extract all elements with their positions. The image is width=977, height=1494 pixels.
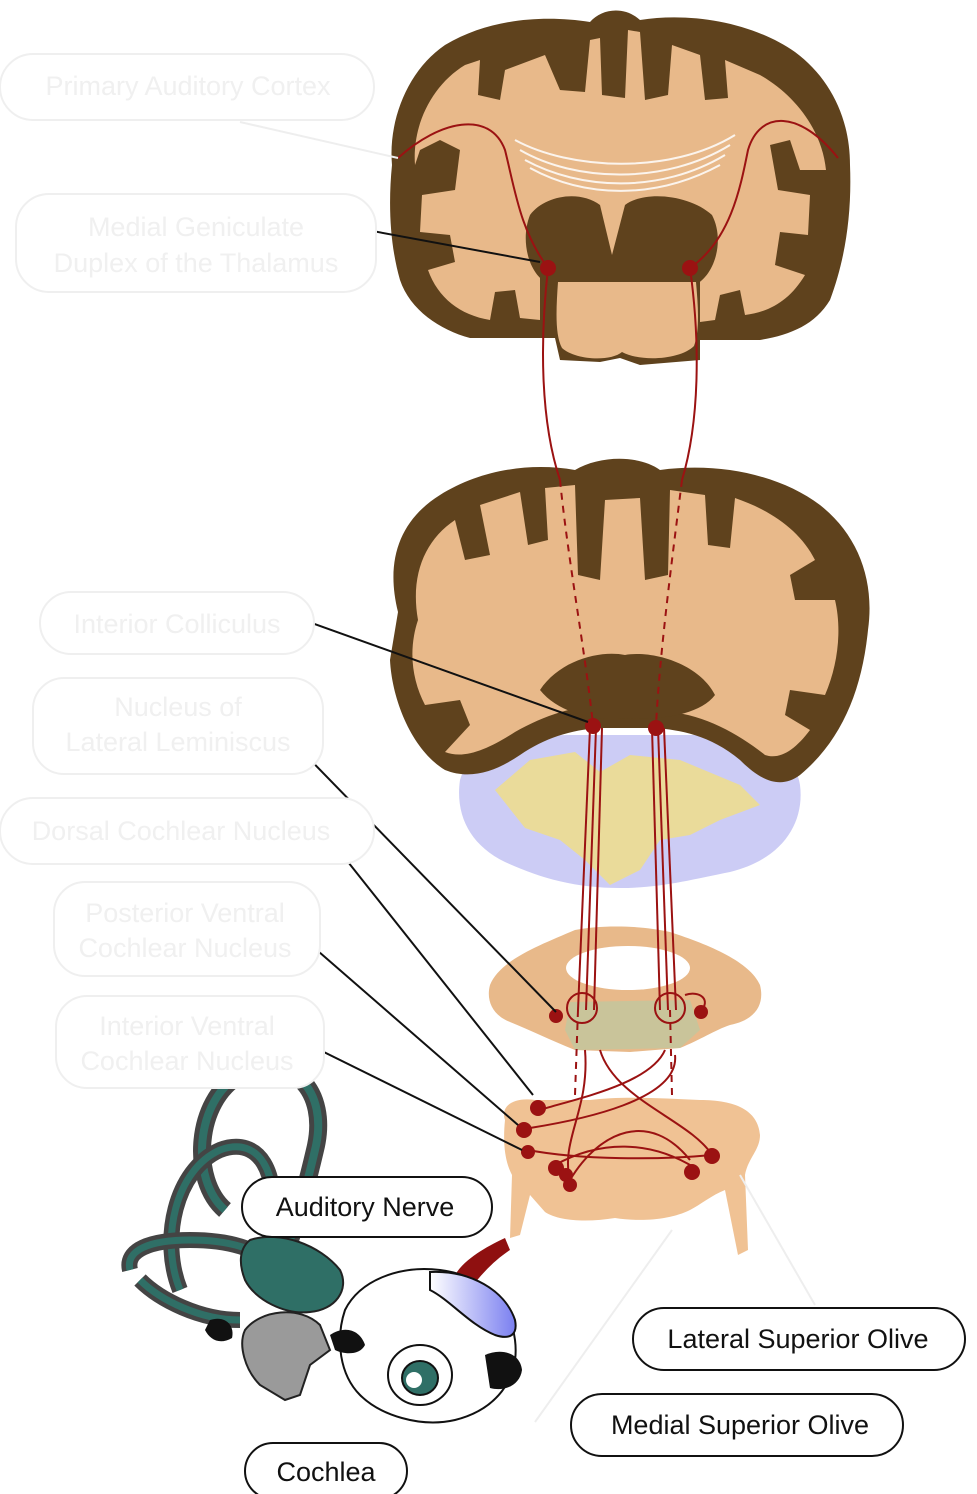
medial-geniculate-line-1: Medial Geniculate	[88, 212, 304, 242]
label-primary-auditory-cortex: Primary Auditory Cortex	[0, 54, 374, 120]
interior-colliculus-text: Interior Colliculus	[73, 609, 280, 639]
mgn-right-node	[682, 260, 698, 276]
ivcn-line-2: Cochlear Nucleus	[80, 1046, 293, 1076]
fourth-ventricle	[566, 946, 690, 990]
label-auditory-nerve: Auditory Nerve	[242, 1177, 492, 1237]
primary-auditory-cortex-text: Primary Auditory Cortex	[45, 71, 331, 101]
medial-geniculate-line-2: Duplex of the Thalamus	[54, 248, 339, 278]
label-posterior-ventral-cochlear-nucleus: Posterior Ventral Cochlear Nucleus	[54, 882, 320, 976]
mso-text: Medial Superior Olive	[611, 1410, 869, 1440]
dcn-node	[530, 1100, 546, 1116]
label-medial-superior-olive: Medial Superior Olive	[571, 1394, 903, 1456]
ivcn-line-1: Interior Ventral	[99, 1011, 275, 1041]
ic-left-node	[585, 718, 601, 734]
medulla-shape	[504, 1098, 760, 1255]
medulla-section	[504, 1098, 760, 1255]
dcn-text: Dorsal Cochlear Nucleus	[32, 816, 331, 846]
mso-left-node-3	[563, 1178, 577, 1192]
vestibule	[241, 1237, 343, 1313]
label-interior-colliculus: Interior Colliculus	[40, 592, 314, 654]
middle-brain-section	[390, 459, 870, 888]
pvcn-line-2: Cochlear Nucleus	[78, 933, 291, 963]
lso-text: Lateral Superior Olive	[667, 1324, 928, 1354]
upper-brain-section	[390, 10, 850, 365]
lso-right-node-2	[704, 1148, 720, 1164]
upper-brainstem	[557, 282, 698, 358]
lso-right-node-1	[684, 1164, 700, 1180]
label-nucleus-lateral-leminiscus: Nucleus of Lateral Leminiscus	[33, 678, 323, 774]
ic-right-node	[648, 720, 664, 736]
label-dorsal-cochlear-nucleus: Dorsal Cochlear Nucleus	[0, 798, 374, 864]
auditory-nerve-text: Auditory Nerve	[276, 1192, 455, 1222]
nll-line-2: Lateral Leminiscus	[65, 727, 290, 757]
label-lateral-superior-olive: Lateral Superior Olive	[633, 1308, 965, 1370]
label-medial-geniculate: Medial Geniculate Duplex of the Thalamus	[16, 194, 376, 292]
pons-section	[489, 926, 761, 1052]
nll-line-1: Nucleus of	[114, 692, 242, 722]
mgn-left-node	[540, 260, 556, 276]
ivcn-node	[521, 1145, 535, 1159]
label-cochlea: Cochlea	[245, 1443, 407, 1494]
pvcn-line-1: Posterior Ventral	[85, 898, 285, 928]
ossicles	[242, 1312, 330, 1400]
label-interior-ventral-cochlear-nucleus: Interior Ventral Cochlear Nucleus	[56, 996, 324, 1088]
nll-right-node	[694, 1005, 708, 1019]
cochlea-text: Cochlea	[276, 1457, 376, 1487]
